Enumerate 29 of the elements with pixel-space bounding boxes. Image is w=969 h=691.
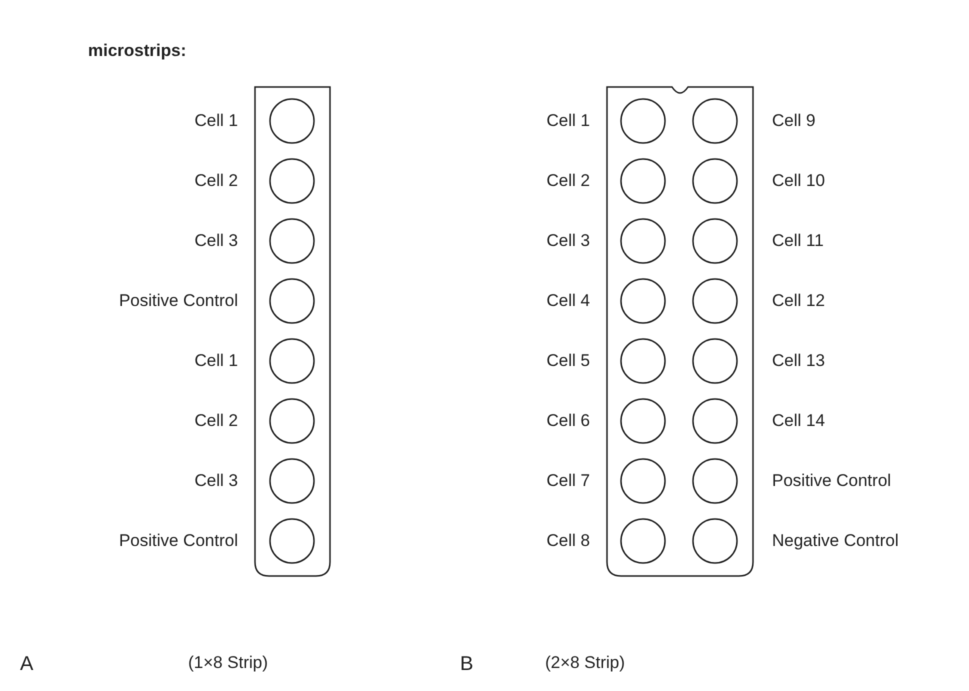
well-label: Cell 10 (772, 172, 825, 189)
well-label: Cell 6 (546, 412, 590, 429)
well-label: Cell 14 (772, 412, 825, 429)
well-label: Cell 1 (194, 112, 238, 129)
well-label: Cell 13 (772, 352, 825, 369)
well-label: Cell 1 (194, 352, 238, 369)
well-label: Cell 2 (546, 172, 590, 189)
well-label: Cell 4 (546, 292, 590, 309)
well-label: Cell 2 (194, 172, 238, 189)
well-label: Cell 2 (194, 412, 238, 429)
well-label: Cell 7 (546, 472, 590, 489)
well-label: Positive Control (118, 292, 238, 309)
well-label: Cell 8 (546, 532, 590, 549)
well-label: Cell 9 (772, 112, 816, 129)
strip-caption: (1×8 Strip) (188, 654, 268, 671)
panel-letter: A (20, 654, 34, 674)
well-label: Cell 3 (546, 232, 590, 249)
well-label: Negative Control (772, 532, 899, 549)
well-label: Cell 5 (546, 352, 590, 369)
title: microstrips: (88, 40, 186, 62)
strip-caption: (2×8 Strip) (545, 654, 625, 671)
well-label: Cell 1 (546, 112, 590, 129)
well-label: Cell 11 (772, 232, 824, 249)
panel-letter: B (460, 654, 474, 674)
well-label: Cell 3 (194, 232, 238, 249)
well-label: Positive Control (772, 472, 892, 489)
well-label: Positive Control (118, 532, 238, 549)
well-label: Cell 3 (194, 472, 238, 489)
well-label: Cell 12 (772, 292, 825, 309)
